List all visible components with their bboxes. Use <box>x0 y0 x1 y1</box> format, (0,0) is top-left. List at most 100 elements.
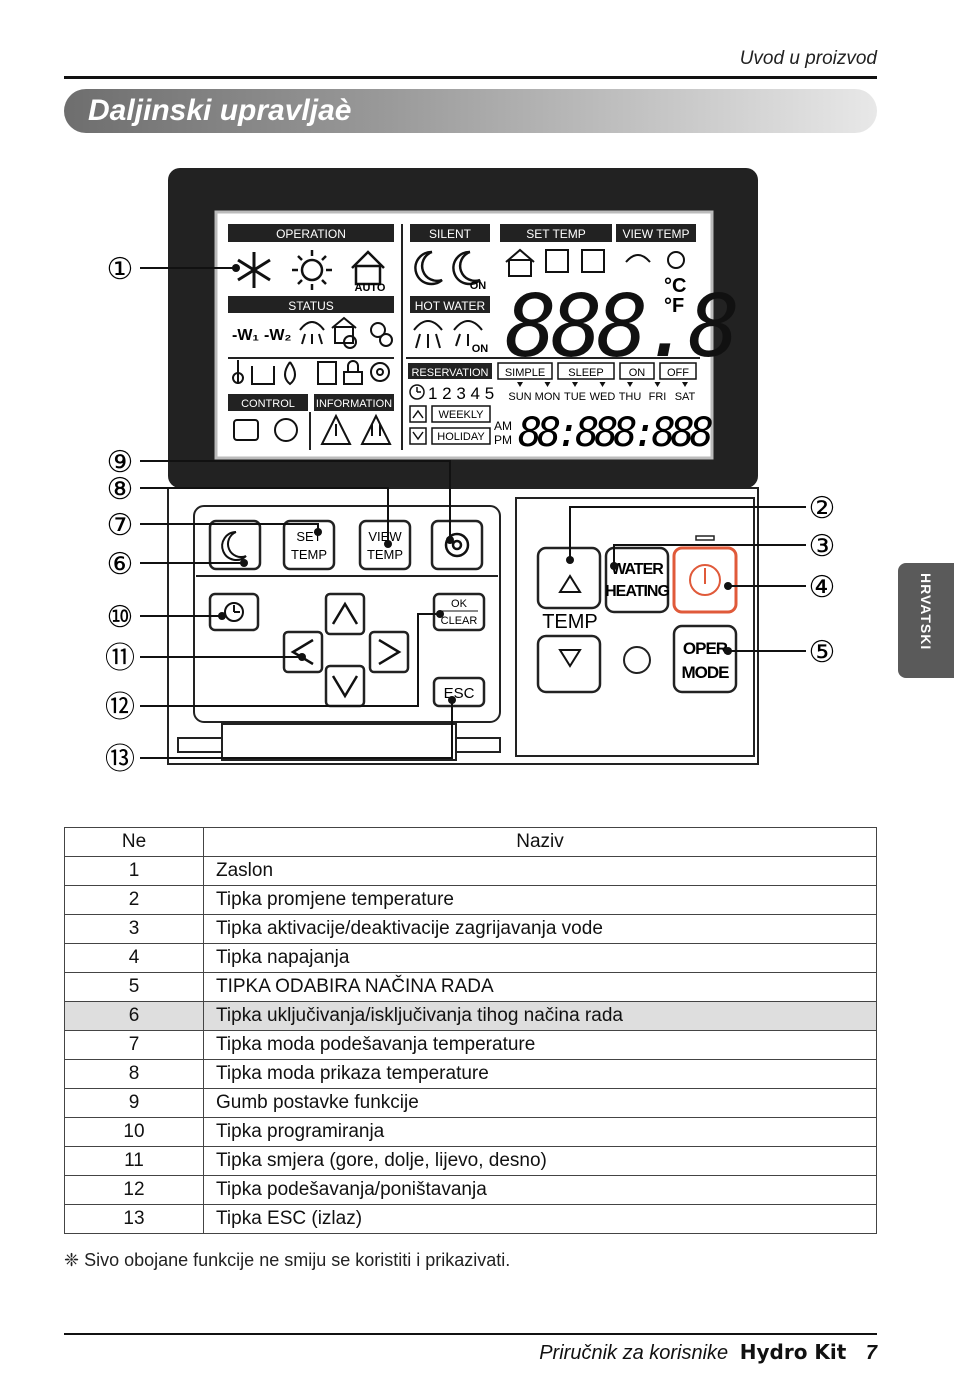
row-number: 5 <box>64 972 204 1002</box>
row-number: 10 <box>64 1117 204 1147</box>
lcd-set-temp-label: SET TEMP <box>526 227 586 241</box>
room-temp-icon <box>505 248 535 277</box>
chevron-right-icon <box>378 638 402 666</box>
day-marker-icon <box>682 382 688 387</box>
oper-mode-line1: OPER <box>683 639 728 658</box>
hot-water-on-icon <box>453 320 483 347</box>
language-tab: HRVATSKI <box>898 563 954 678</box>
water-heating-line2: HEATING <box>605 583 669 600</box>
remote-controller-diagram: OPERATION STATUS CONTROL INFORMATION SIL… <box>105 168 836 777</box>
power-led-bracket <box>695 535 715 541</box>
thermometer-icon <box>545 249 569 273</box>
indoor-unit-icon <box>233 419 259 441</box>
lcd-status-label: STATUS <box>288 299 334 313</box>
lcd-holiday-label: HOLIDAY <box>437 431 485 443</box>
calendar-icon <box>317 361 337 385</box>
row-number: 9 <box>64 1088 204 1118</box>
lcd-auto-label: AUTO <box>355 282 386 294</box>
lcd-big-digits: 888.8 <box>505 277 736 377</box>
top-rule <box>64 76 877 79</box>
row-name: Zaslon <box>203 856 877 886</box>
row-name: Tipka podešavanja/poništavanja <box>203 1175 877 1205</box>
row-name: Tipka napajanja <box>203 943 877 973</box>
water-heating-button[interactable] <box>604 546 670 614</box>
water-drop-icon <box>284 361 296 386</box>
function-setting-button[interactable] <box>430 519 484 571</box>
callout-6: ⑥ <box>107 547 134 582</box>
power-icon <box>689 564 721 596</box>
lcd-reservation-label: RESERVATION <box>411 367 488 379</box>
callout-2: ② <box>809 491 836 526</box>
lcd-am-label: AM <box>494 419 512 433</box>
lcd-fahrenheit: °F <box>664 295 684 317</box>
lcd-clock-digits: 88:888:888 <box>518 410 712 456</box>
callout-13: ⑬ <box>105 742 135 777</box>
esc-button[interactable] <box>432 676 486 708</box>
day-marker-icon <box>654 382 661 387</box>
view-temp-button-line2: TEMP <box>367 547 403 562</box>
lcd-day-label: MON <box>535 391 561 403</box>
bottom-rule <box>64 1333 877 1335</box>
column-header-number: Ne <box>64 827 204 857</box>
gear-icon <box>370 362 390 382</box>
footer-manual: Priručnik za korisnike <box>539 1342 729 1364</box>
callout-11: ⑪ <box>105 641 135 676</box>
up-button[interactable] <box>324 592 366 636</box>
thermometer-2-icon <box>581 249 605 273</box>
down-arrow-icon <box>412 431 424 441</box>
footnote: ❈ Sivo obojane funkcije ne smiju se kori… <box>64 1250 511 1270</box>
day-marker-icon <box>572 382 578 387</box>
lcd-day-label: TUE <box>564 391 586 403</box>
row-name: TIPKA ODABIRA NAČINA RADA <box>203 972 877 1002</box>
silent-mode-button[interactable] <box>208 519 262 571</box>
lcd-simple-label: SIMPLE <box>505 367 545 379</box>
row-number: 8 <box>64 1059 204 1089</box>
house-thermometer-icon <box>351 250 385 286</box>
left-button[interactable] <box>282 630 324 674</box>
down-button[interactable] <box>324 664 366 708</box>
clock-button-icon <box>224 602 244 622</box>
column-header-name: Naziv <box>203 827 877 857</box>
view-temp-button-line1: VIEW <box>368 529 402 544</box>
clock-icon <box>409 384 425 400</box>
ok-clear-button[interactable] <box>432 592 486 632</box>
lcd-view-temp-label: VIEW TEMP <box>622 227 689 241</box>
callout-8: ⑧ <box>107 472 134 507</box>
clear-label: CLEAR <box>441 615 478 627</box>
sun-icon <box>292 250 332 290</box>
moon-on-icon <box>452 250 481 286</box>
oper-mode-button[interactable] <box>672 624 738 694</box>
page-number: 7 <box>865 1342 877 1364</box>
footer-brand: Hydro Kit <box>739 1340 847 1364</box>
row-name: Tipka programiranja <box>203 1117 877 1147</box>
lcd-day-label: FRI <box>649 391 667 403</box>
callout-9: ⑨ <box>107 445 134 480</box>
outdoor-unit-icon <box>274 418 298 442</box>
callout-4: ④ <box>809 570 836 605</box>
lcd-program-numbers: 1 2 3 4 5 <box>428 384 494 403</box>
row-name: Tipka uključivanja/isključivanja tihog n… <box>203 1001 877 1031</box>
chevron-left-icon <box>290 638 314 666</box>
row-number: 1 <box>64 856 204 886</box>
day-marker-icon <box>627 382 633 387</box>
row-number: 11 <box>64 1146 204 1176</box>
triangle-up-icon <box>558 574 582 593</box>
snowflake-icon <box>237 252 271 288</box>
section-header: Uvod u proizvod <box>739 48 877 69</box>
callout-12: ⑫ <box>105 690 135 725</box>
lcd-sleep-label: SLEEP <box>568 367 603 379</box>
right-button[interactable] <box>368 630 410 674</box>
error-icon <box>360 413 392 445</box>
lcd-on-label: ON <box>629 367 646 379</box>
